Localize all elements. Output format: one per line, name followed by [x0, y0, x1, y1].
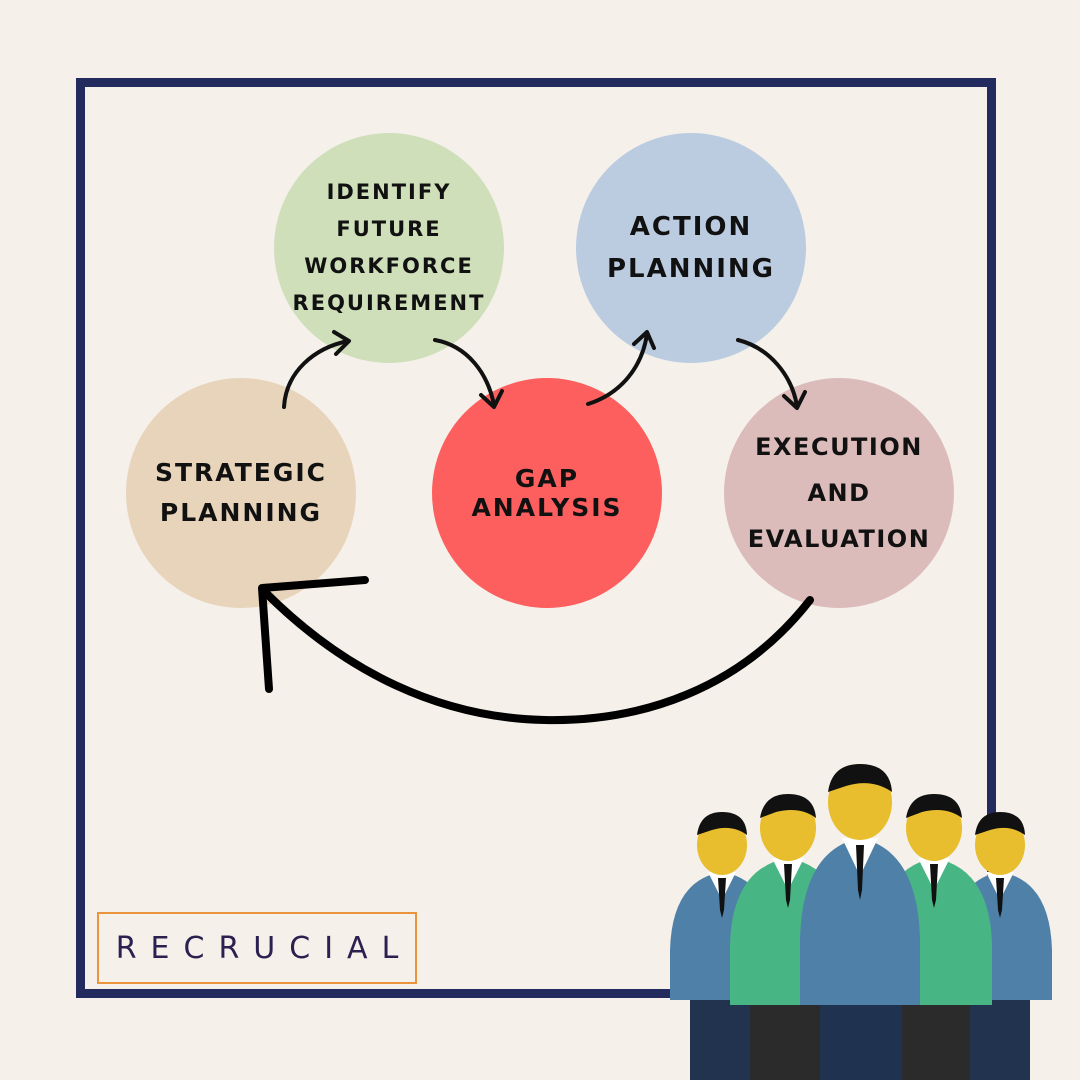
arrow-strategic-to-identify: [282, 330, 351, 409]
node-label-line: Planning: [159, 498, 323, 527]
diagram-frame: [76, 78, 996, 998]
node-label-line: Gap Analysis: [471, 464, 623, 522]
node-label-line: Strategic: [154, 458, 328, 487]
node-label-line: Identify: [326, 180, 452, 204]
arrow-identify-to-gap: [433, 338, 504, 409]
node-identify-future-workforce-requirement: IdentifyFutureWorkforceRequirement: [274, 133, 504, 363]
recrucial-logo: RECRUCIAL: [97, 912, 417, 984]
node-label-line: Evaluation: [747, 525, 931, 553]
node-execution-and-evaluation: Execution andEvaluation: [724, 378, 954, 608]
arrow-gap-to-action: [586, 330, 656, 406]
node-label-line: Execution and: [755, 433, 923, 507]
node-label-line: Planning: [606, 254, 776, 284]
arrow-action-to-exec: [736, 338, 807, 410]
node-label-line: Action: [629, 212, 753, 242]
node-gap-analysis: Gap Analysis: [432, 378, 662, 608]
person-front-center: [800, 764, 920, 1080]
node-strategic-planning: StrategicPlanning: [126, 378, 356, 608]
node-label-line: Future: [336, 217, 442, 241]
arrow-exec-to-strategic: [258, 576, 814, 725]
node-action-planning: ActionPlanning: [576, 133, 806, 363]
business-people-illustration: [670, 764, 1052, 1080]
logo-text: RECRUCIAL: [115, 930, 413, 966]
node-label-line: Workforce: [304, 254, 474, 278]
node-label-line: Requirement: [292, 291, 486, 315]
